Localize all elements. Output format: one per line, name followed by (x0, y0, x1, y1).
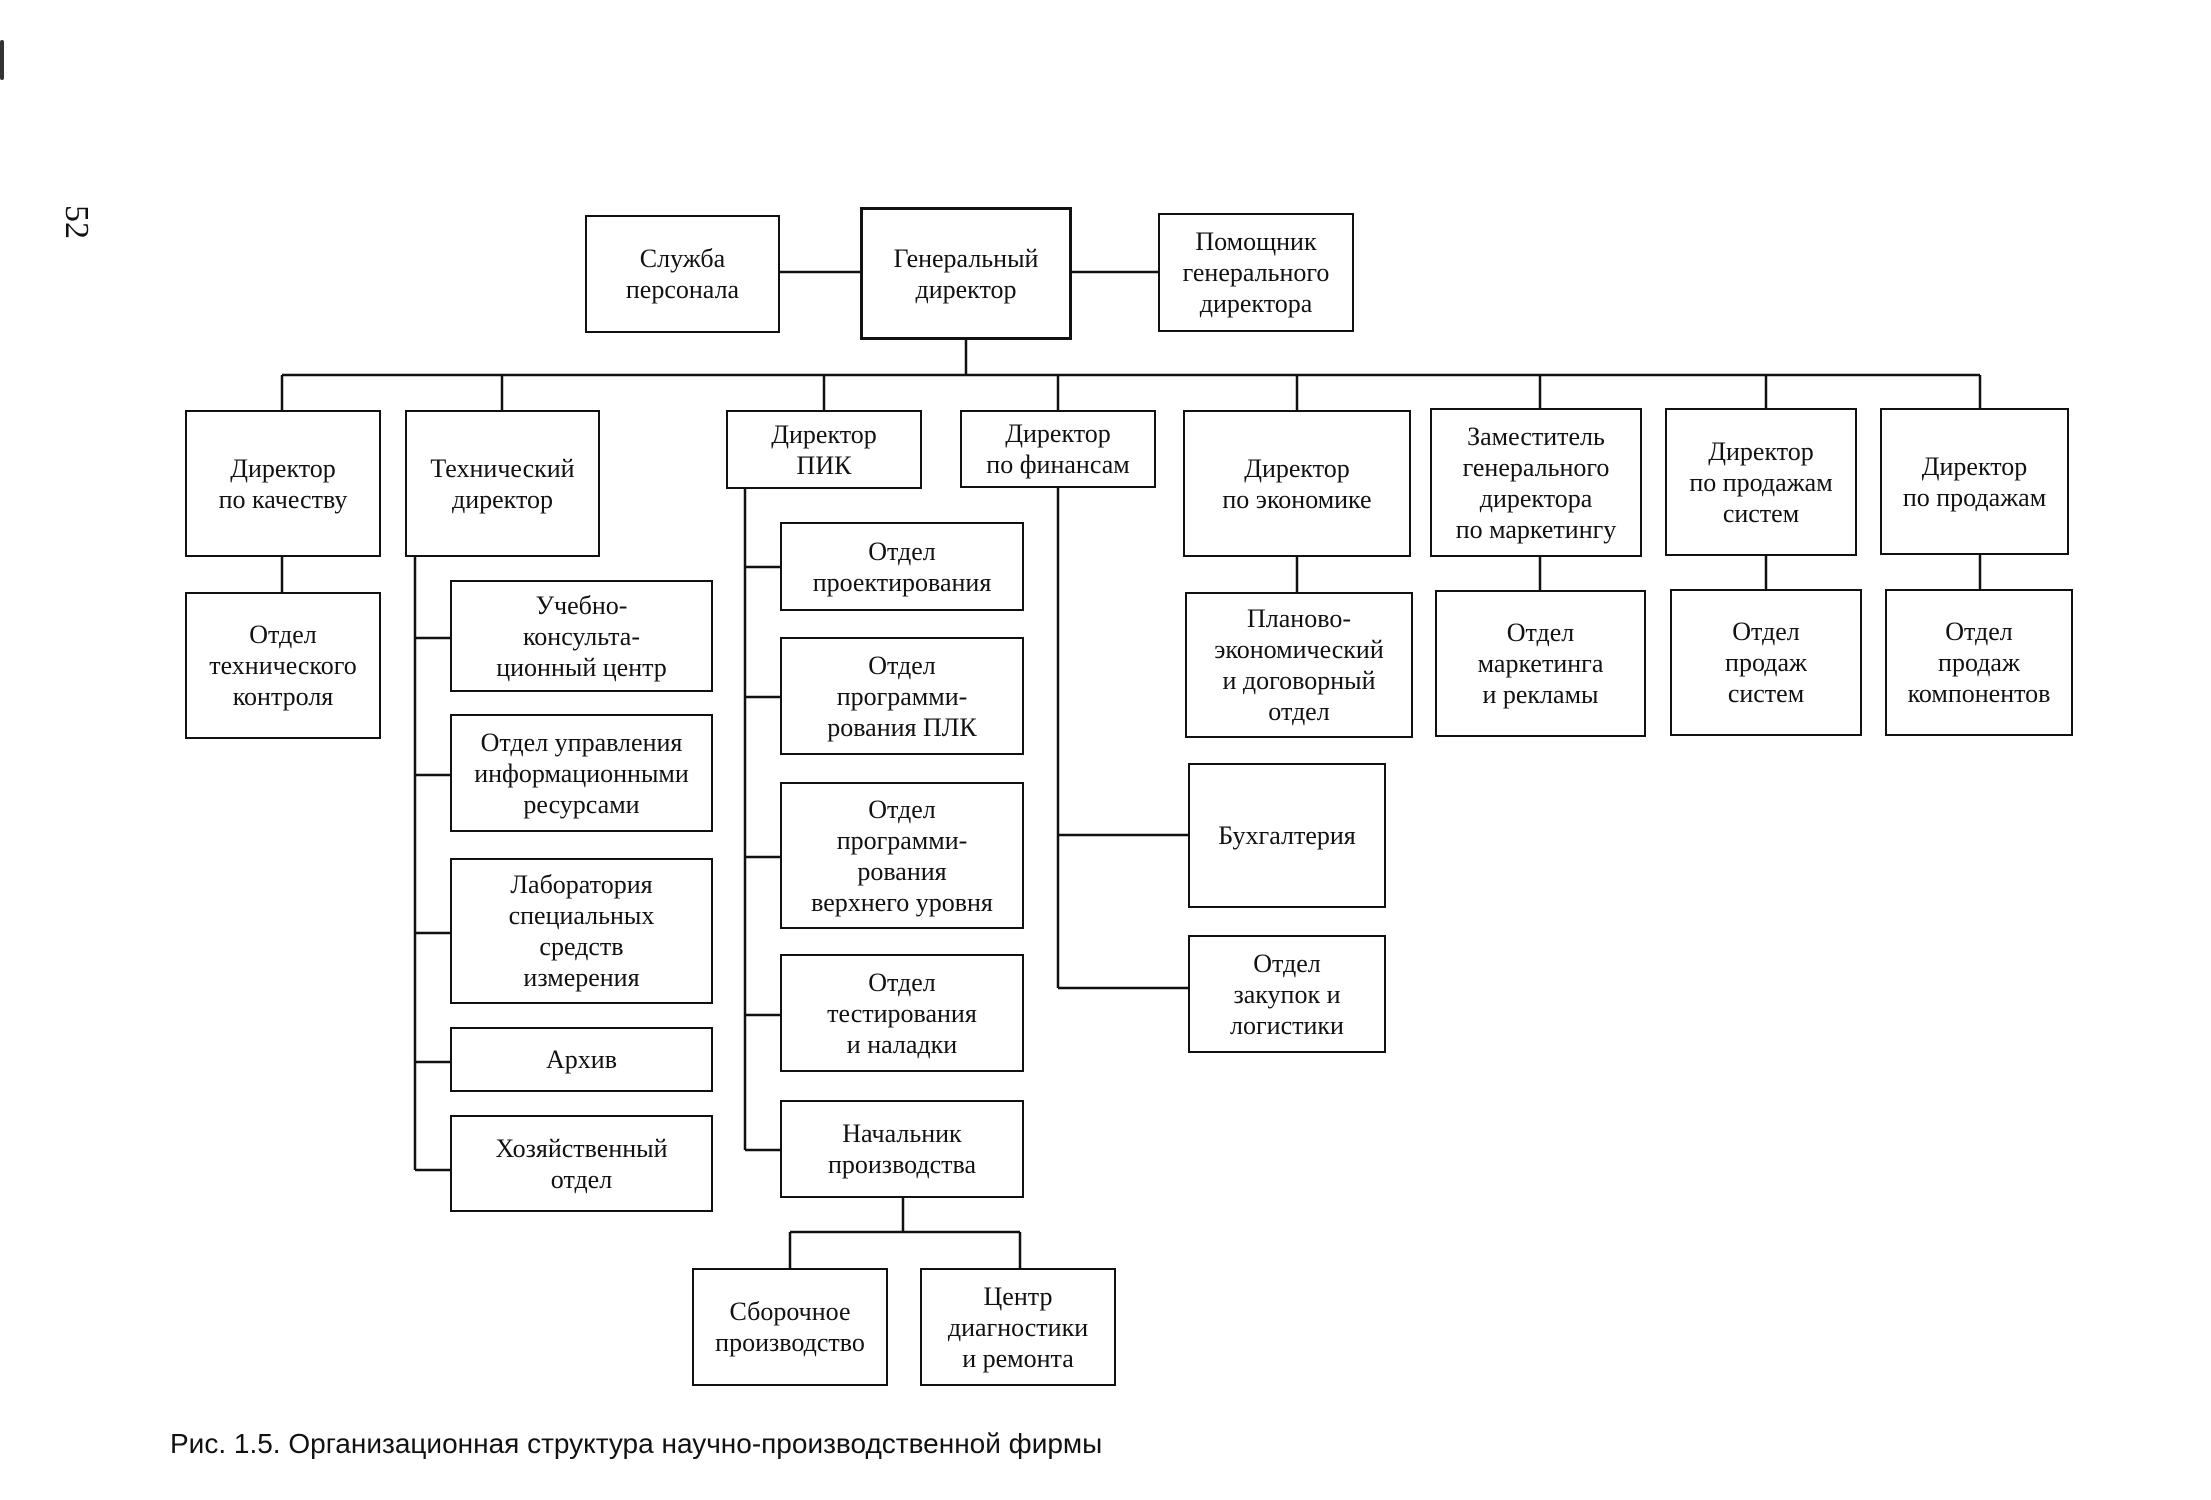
box-component-sales-dept: Отдел продаж компонентов (1885, 589, 2073, 736)
box-ceo-assistant: Помощник генерального директора (1158, 213, 1354, 332)
box-deputy-marketing: Заместитель генерального директора по ма… (1430, 408, 1642, 557)
box-quality-director: Директор по качеству (185, 410, 381, 557)
box-archive: Архив (450, 1027, 713, 1092)
box-technical-control-dept: Отдел технического контроля (185, 592, 381, 739)
box-planning-economic-dept: Планово- экономический и договорный отде… (1185, 592, 1413, 738)
scan-mark (0, 40, 4, 80)
box-production-head: Начальник производства (780, 1100, 1024, 1198)
box-technical-director: Технический директор (405, 410, 600, 557)
box-testing-dept: Отдел тестирования и наладки (780, 954, 1024, 1072)
box-diagnostics-center: Центр диагностики и ремонта (920, 1268, 1116, 1386)
box-purchasing-logistics-dept: Отдел закупок и логистики (1188, 935, 1386, 1053)
box-household-dept: Хозяйственный отдел (450, 1115, 713, 1212)
box-general-director: Генеральный директор (860, 207, 1072, 340)
box-finance-director: Директор по финансам (960, 410, 1156, 488)
box-system-sales-dept: Отдел продаж систем (1670, 589, 1862, 736)
box-marketing-advertising-dept: Отдел маркетинга и рекламы (1435, 590, 1646, 737)
box-economy-director: Директор по экономике (1183, 410, 1411, 557)
figure-caption: Рис. 1.5. Организационная структура науч… (170, 1428, 1103, 1459)
box-hr-service: Служба персонала (585, 215, 780, 333)
box-sales-director: Директор по продажам (1880, 408, 2069, 555)
box-pik-director: Директор ПИК (726, 410, 922, 489)
box-training-center: Учебно- консульта- ционный центр (450, 580, 713, 692)
box-accounting: Бухгалтерия (1188, 763, 1386, 908)
box-info-resources-dept: Отдел управления информационными ресурса… (450, 714, 713, 832)
box-system-sales-director: Директор по продажам систем (1665, 408, 1857, 556)
box-top-level-programming-dept: Отдел программи- рования верхнего уровня (780, 782, 1024, 929)
box-measurement-lab: Лаборатория специальных средств измерени… (450, 858, 713, 1004)
box-plc-programming-dept: Отдел программи- рования ПЛК (780, 637, 1024, 755)
box-assembly-production: Сборочное производство (692, 1268, 888, 1386)
box-design-dept: Отдел проектирования (780, 522, 1024, 611)
